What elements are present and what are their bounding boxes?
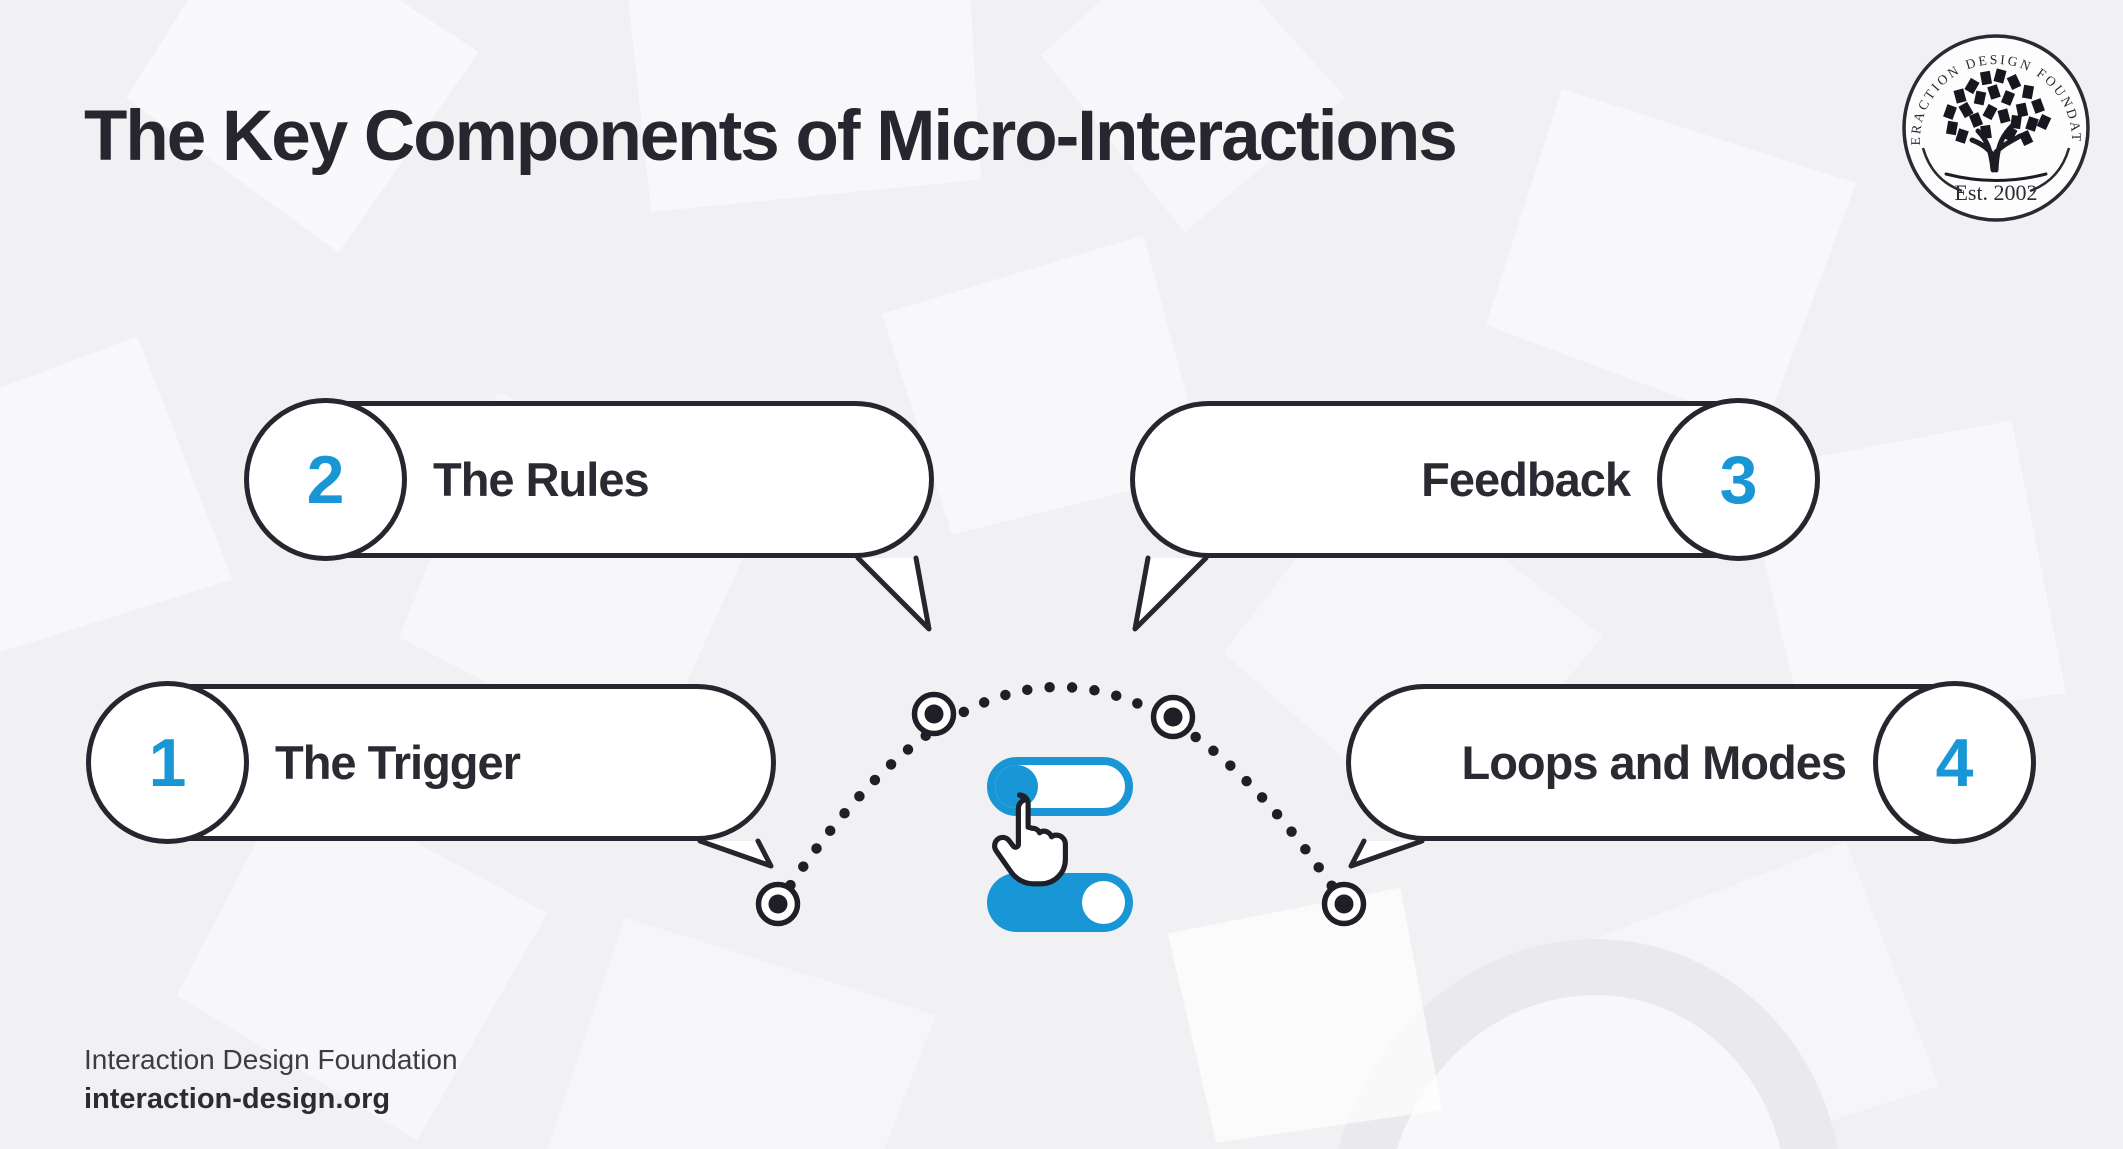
step-number: 1: [148, 724, 187, 801]
footer-website: interaction-design.org: [84, 1083, 391, 1115]
component-label: The Rules: [433, 453, 650, 506]
arc-node-trigger: [755, 881, 801, 927]
logo-flourish-left: [1921, 147, 1963, 193]
speech-bubble-tail: [855, 555, 932, 632]
component-bubble-rules: 2 The Rules: [244, 398, 934, 632]
step-number-circle: 1: [86, 681, 249, 844]
page-title: The Key Components of Micro-Interactions: [84, 97, 1458, 176]
toggle-switch-off[interactable]: [987, 757, 1133, 816]
speech-bubble-tail: [1348, 838, 1425, 869]
component-bubble-loops: 4 Loops and Modes: [1346, 681, 2036, 869]
logo-tree-icon: [1943, 68, 2052, 182]
toggle-knob: [995, 765, 1038, 808]
logo-established-text: Est. 2002: [1954, 180, 2037, 205]
speech-bubble-tail: [1132, 555, 1209, 632]
arc-node-feedback: [1150, 694, 1196, 740]
logo-flourish-right: [2029, 147, 2071, 193]
component-label: The Trigger: [275, 736, 521, 789]
step-number-circle: 2: [244, 398, 407, 561]
footer-org-name: Interaction Design Foundation: [84, 1044, 458, 1075]
cursor-hand-icon: [992, 792, 1068, 887]
step-number-circle: 4: [1873, 681, 2036, 844]
component-bubble-trigger: 1 The Trigger: [86, 681, 776, 869]
step-number-circle: 3: [1657, 398, 1820, 561]
background-shape: [537, 911, 944, 1149]
toggle-switch-on[interactable]: [987, 873, 1133, 932]
toggle-knob: [1082, 881, 1125, 924]
arc-node-rules: [911, 691, 957, 737]
background-shape: [0, 300, 266, 700]
idf-logo: INTERACTION DESIGN FOUNDATION Est. 2002: [1896, 28, 2090, 222]
step-number: 2: [306, 441, 345, 518]
component-label: Feedback: [1421, 453, 1631, 506]
background-shape: [1477, 83, 1864, 437]
background-shape: [1143, 853, 1476, 1149]
speech-bubble-tail: [697, 838, 774, 869]
component-label: Loops and Modes: [1461, 736, 1847, 789]
step-number: 3: [1719, 441, 1758, 518]
component-bubble-feedback: 3 Feedback: [1130, 398, 1820, 632]
step-number: 4: [1935, 724, 1974, 801]
